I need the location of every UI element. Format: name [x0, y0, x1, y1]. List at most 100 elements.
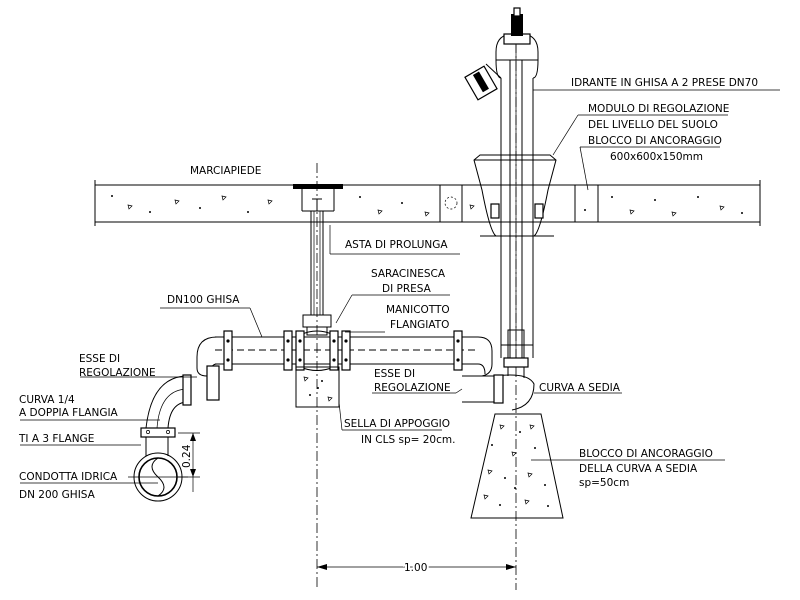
label-saracinesca-2: DI PRESA [382, 283, 432, 295]
flange-bolt [298, 358, 302, 362]
aggregate-speck [527, 472, 533, 478]
label-manicotto-1: MANICOTTO [386, 304, 450, 316]
aggregate-speck [491, 444, 493, 446]
duckfoot-bend [493, 357, 535, 411]
aggregate-speck [697, 196, 699, 198]
label-dn100: DN100 GHISA [167, 294, 240, 306]
left-s-bend [196, 336, 220, 401]
label-blocco-top-2: 600x600x150mm [610, 151, 703, 163]
label-modulo-1: MODULO DI REGOLAZIONE [588, 103, 729, 115]
flange-bolt [344, 358, 348, 362]
saddle-aggregate [303, 376, 333, 402]
aggregate-speck [654, 199, 656, 201]
label-manicotto-2: FLANGIATO [390, 319, 449, 331]
aggregate-speck [127, 204, 133, 210]
aggregate-speck [309, 394, 311, 396]
aggregate-speck [487, 469, 493, 475]
aggregate-speck [199, 207, 201, 209]
aggregate-speck [529, 424, 535, 430]
label-curva14-1: CURVA 1/4 [19, 394, 75, 406]
aggregate-speck [534, 447, 536, 449]
height-dimension [178, 432, 200, 492]
aggregate-speck [221, 195, 227, 201]
label-modulo-2: DEL LIVELLO DEL SUOLO [588, 119, 718, 131]
flange-bolt [456, 358, 460, 362]
aggregate-speck [424, 211, 430, 217]
label-marciapiede: MARCIAPIEDE [190, 165, 261, 177]
aggregate-speck [519, 431, 521, 433]
valve-street-box [293, 184, 343, 212]
aggregate-speck [741, 212, 743, 214]
aggregate-speck [511, 451, 517, 457]
aggregate-speck [719, 205, 725, 211]
top-anchor-block [439, 184, 599, 223]
label-esse-right-1: ESSE DI [374, 368, 415, 380]
label-idrante: IDRANTE IN GHISA A 2 PRESE DN70 [571, 77, 758, 89]
right-s-bend [462, 336, 496, 403]
label-curva14-2: A DOPPIA FLANGIA [19, 407, 119, 419]
flange-bolt [286, 339, 290, 343]
aggregate-speck [149, 211, 151, 213]
aggregate-speck [671, 211, 677, 217]
pipe-flanges [223, 330, 463, 371]
dimension-width-label: 1.00 [404, 562, 427, 574]
flange [341, 330, 351, 371]
aggregate-speck [499, 504, 501, 506]
bottom-anchor-block [470, 413, 564, 519]
label-blocco-top-1: BLOCCO DI ANCORAGGIO [588, 135, 722, 147]
ground-level-module [473, 154, 557, 237]
aggregate-speck [401, 202, 403, 204]
label-esse-left-2: REGOLAZIONE [79, 367, 156, 379]
block-aggregate [483, 424, 549, 507]
aggregate-speck [504, 477, 506, 479]
flange [329, 330, 339, 371]
leader-lines [20, 89, 780, 484]
aggregate-speck [483, 494, 489, 500]
label-curva-sedia: CURVA A SEDIA [539, 382, 621, 394]
aggregate-speck [317, 387, 319, 389]
aggregate-speck [111, 195, 113, 197]
sidewalk-slab [94, 180, 761, 226]
aggregate-speck [321, 380, 323, 382]
flange [295, 330, 305, 371]
flange [283, 330, 293, 371]
dimension-height-label: 0.24 [181, 444, 193, 468]
aggregate-speck [499, 424, 505, 430]
tee-three-flanges [140, 427, 176, 456]
label-esse-left-1: ESSE DI [79, 353, 120, 365]
aggregate-speck [584, 209, 586, 211]
flange [453, 330, 463, 371]
aggregate-speck [611, 196, 613, 198]
label-blocco-bottom-3: sp=50cm [579, 477, 629, 489]
flange-bolt [286, 358, 290, 362]
flange-bolt [298, 339, 302, 343]
flange [223, 330, 233, 371]
label-condotta-1: CONDOTTA IDRICA [19, 471, 118, 483]
aggregate-speck [327, 396, 333, 402]
label-blocco-bottom-1: BLOCCO DI ANCORAGGIO [579, 448, 713, 460]
aggregate-speck [377, 209, 383, 215]
flange-bolt [226, 358, 230, 362]
aggregate-speck [359, 196, 361, 198]
quarter-bend [145, 374, 192, 429]
aggregate-speck [303, 376, 309, 382]
support-saddle [295, 366, 340, 408]
hydrant-body [464, 7, 539, 359]
aggregate-speck [247, 211, 249, 213]
width-dimension [317, 564, 516, 570]
label-asta: ASTA DI PROLUNGA [345, 239, 448, 251]
aggregate-speck [544, 484, 546, 486]
label-condotta-2: DN 200 GHISA [19, 489, 96, 501]
aggregate-speck [524, 499, 530, 505]
flange-bolt [456, 339, 460, 343]
label-blocco-bottom-2: DELLA CURVA A SEDIA [579, 463, 698, 475]
label-sella-2: IN CLS sp= 20cm. [361, 434, 455, 446]
flange-bolt [332, 358, 336, 362]
label-ti: TI A 3 FLANGE [18, 433, 94, 445]
aggregate-speck [629, 209, 635, 215]
label-esse-right-2: REGOLAZIONE [374, 382, 451, 394]
label-saracinesca-1: SARACINESCA [371, 268, 446, 280]
aggregate-speck [469, 204, 475, 210]
aggregate-speck [174, 199, 180, 205]
